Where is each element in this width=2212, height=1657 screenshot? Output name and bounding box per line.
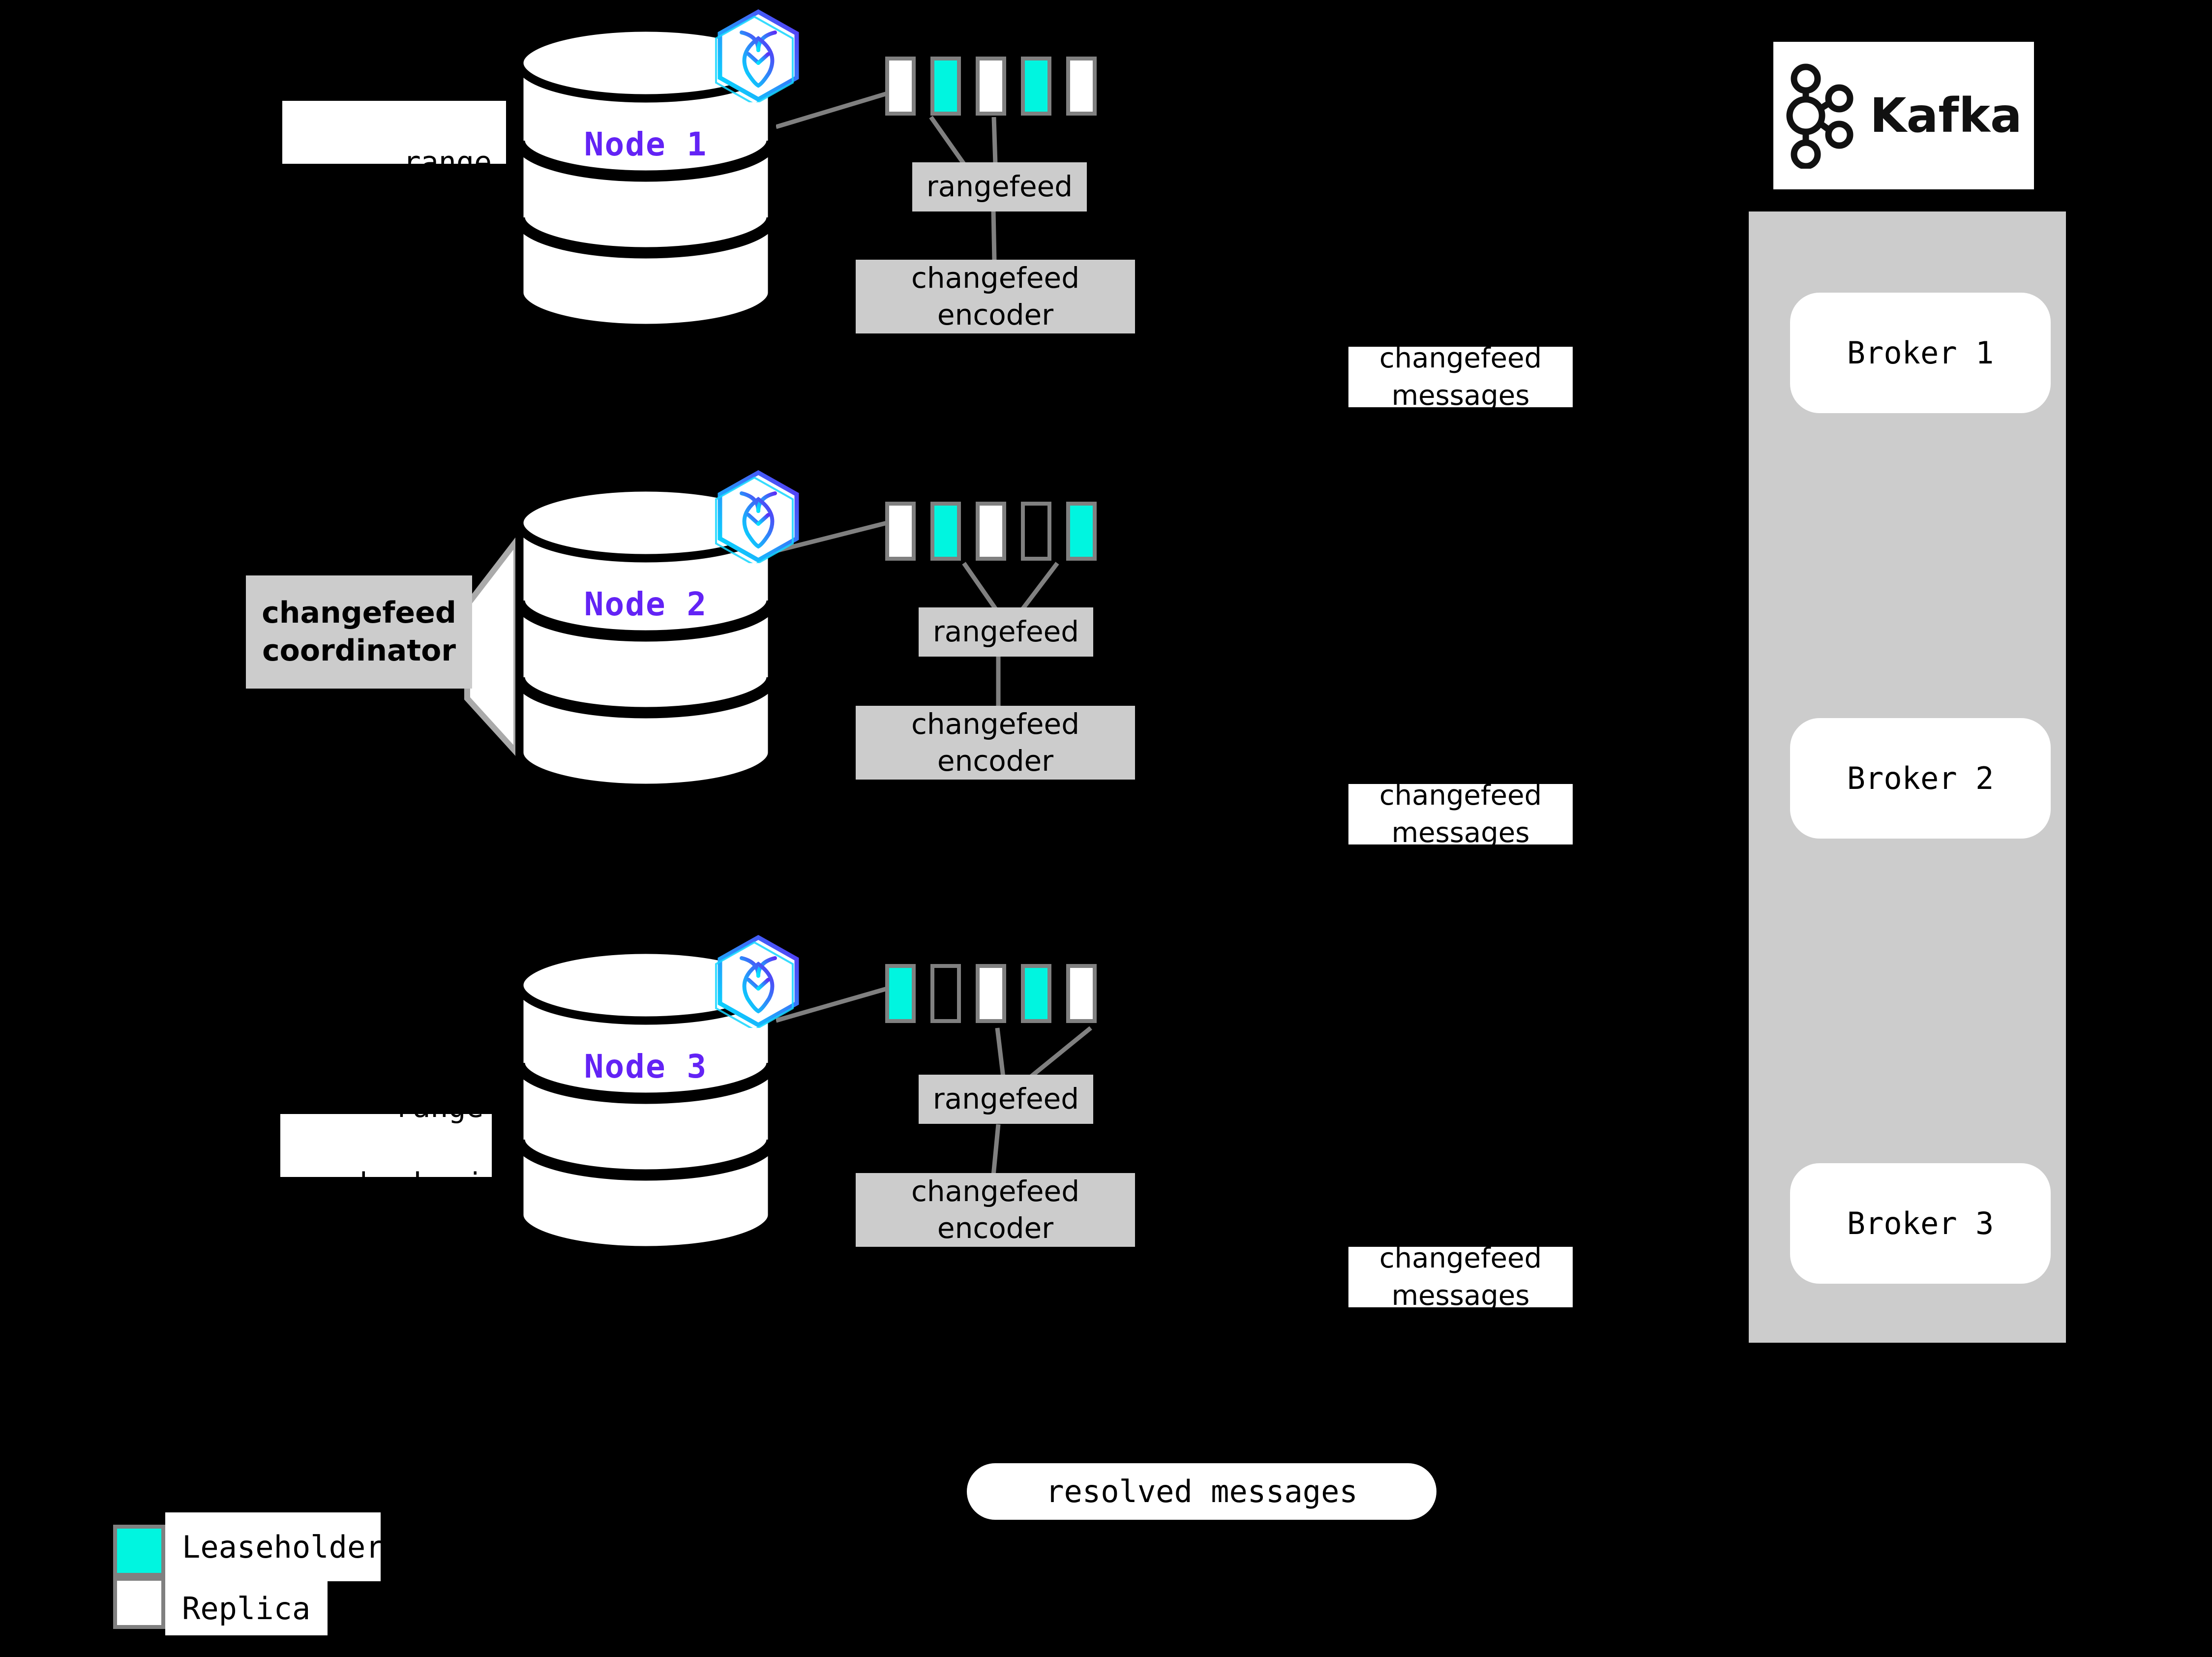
cockroachdb-hexagon-icon — [715, 9, 799, 102]
legend-item-replica: Replica — [165, 1581, 328, 1635]
changefeed-messages-line-1: changefeed — [1379, 342, 1542, 375]
node-1-rangefeed-box[interactable]: rangefeed — [912, 162, 1087, 211]
node-1-ranges — [885, 57, 1141, 121]
changefeed-coordinator-box[interactable]: changefeed coordinator — [246, 575, 472, 689]
node-3-range-checkpoints-label: range checkpoints — [280, 1114, 492, 1177]
encoder-line-1: changefeed — [911, 1174, 1080, 1208]
encoder-line-2: encoder — [937, 1211, 1054, 1245]
replica-swatch-icon — [113, 1577, 165, 1629]
encoder-line-2: encoder — [937, 298, 1054, 331]
changefeed-messages-line-1: changefeed — [1379, 1242, 1542, 1275]
range-box[interactable] — [930, 57, 961, 116]
node-3-changefeed-messages-label: changefeed messages — [1348, 1242, 1573, 1312]
range-box[interactable] — [930, 502, 961, 561]
range-box[interactable] — [1066, 964, 1097, 1023]
range-box[interactable] — [1021, 502, 1051, 561]
range-box[interactable] — [1066, 502, 1097, 561]
changefeed-messages-line-2: messages — [1391, 816, 1530, 849]
kafka-inbound-arrow-icon — [2065, 325, 2090, 344]
node-3-ranges — [885, 964, 1141, 1028]
node-2-changefeed-encoder-box[interactable]: changefeed encoder — [856, 706, 1135, 780]
cockroachdb-hexagon-icon — [715, 470, 799, 563]
node-3-cylinder[interactable]: Node 3 — [515, 947, 776, 1252]
node-2-cylinder[interactable]: Node 2 — [515, 484, 776, 789]
leaseholder-swatch-icon — [113, 1525, 165, 1577]
kafka-broker-1[interactable]: Broker 1 — [1790, 293, 2051, 413]
range-box[interactable] — [930, 964, 961, 1023]
legend-item-leaseholder: Leaseholder — [165, 1512, 384, 1581]
range-box[interactable] — [885, 502, 916, 561]
node-1-changefeed-encoder-box[interactable]: changefeed encoder — [856, 260, 1135, 333]
range-box[interactable] — [976, 57, 1006, 116]
node-2-rangefeed-box[interactable]: rangefeed — [919, 607, 1093, 657]
node-3-label: Node 3 — [584, 1048, 708, 1085]
kafka-logo-text: Kafka — [1870, 88, 2022, 143]
node-2-ranges — [885, 502, 1141, 566]
node-2-label: Node 2 — [584, 585, 708, 623]
range-box[interactable] — [885, 57, 916, 116]
changefeed-messages-line-2: messages — [1391, 1279, 1530, 1312]
range-box[interactable] — [1021, 57, 1051, 116]
encoder-line-2: encoder — [937, 744, 1054, 778]
range-box[interactable] — [885, 964, 916, 1023]
kafka-logo-card: Kafka — [1773, 42, 2034, 189]
legend: Leaseholder Replica — [113, 1512, 457, 1635]
kafka-broker-panel: Broker 1 Broker 2 Broker 3 — [1749, 211, 2066, 1343]
kafka-broker-3[interactable]: Broker 3 — [1790, 1163, 2051, 1284]
node-1-label: Node 1 — [584, 125, 708, 163]
resolved-messages-pill[interactable]: resolved messages — [967, 1463, 1436, 1520]
encoder-line-1: changefeed — [911, 707, 1080, 741]
cockroachdb-hexagon-icon — [715, 934, 799, 1028]
range-checkpoints-line-1: range — [395, 1114, 484, 1124]
node-1-range-checkpoints-label: range checkpoints — [282, 101, 506, 164]
node-1-changefeed-messages-label: changefeed messages — [1348, 342, 1573, 412]
node-3-rangefeed-box[interactable]: rangefeed — [919, 1075, 1093, 1124]
coordinator-line-2: coordinator — [262, 633, 456, 668]
changefeed-messages-line-1: changefeed — [1379, 780, 1542, 812]
range-box[interactable] — [1021, 964, 1051, 1023]
range-box[interactable] — [976, 502, 1006, 561]
node-1-cylinder[interactable]: Node 1 — [515, 25, 776, 330]
kafka-broker-2[interactable]: Broker 2 — [1790, 718, 2051, 839]
node-3-changefeed-encoder-box[interactable]: changefeed encoder — [856, 1173, 1135, 1247]
changefeed-messages-line-2: messages — [1391, 379, 1530, 412]
range-box[interactable] — [976, 964, 1006, 1023]
range-checkpoints-line-2: checkpoints — [342, 1167, 492, 1177]
encoder-line-1: changefeed — [911, 261, 1080, 295]
range-checkpoints-line-1: range — [403, 145, 492, 164]
node-2-changefeed-messages-label: changefeed messages — [1348, 780, 1573, 849]
kafka-logo-icon — [1786, 63, 1853, 169]
range-box[interactable] — [1066, 57, 1097, 116]
coordinator-line-1: changefeed — [262, 596, 456, 631]
